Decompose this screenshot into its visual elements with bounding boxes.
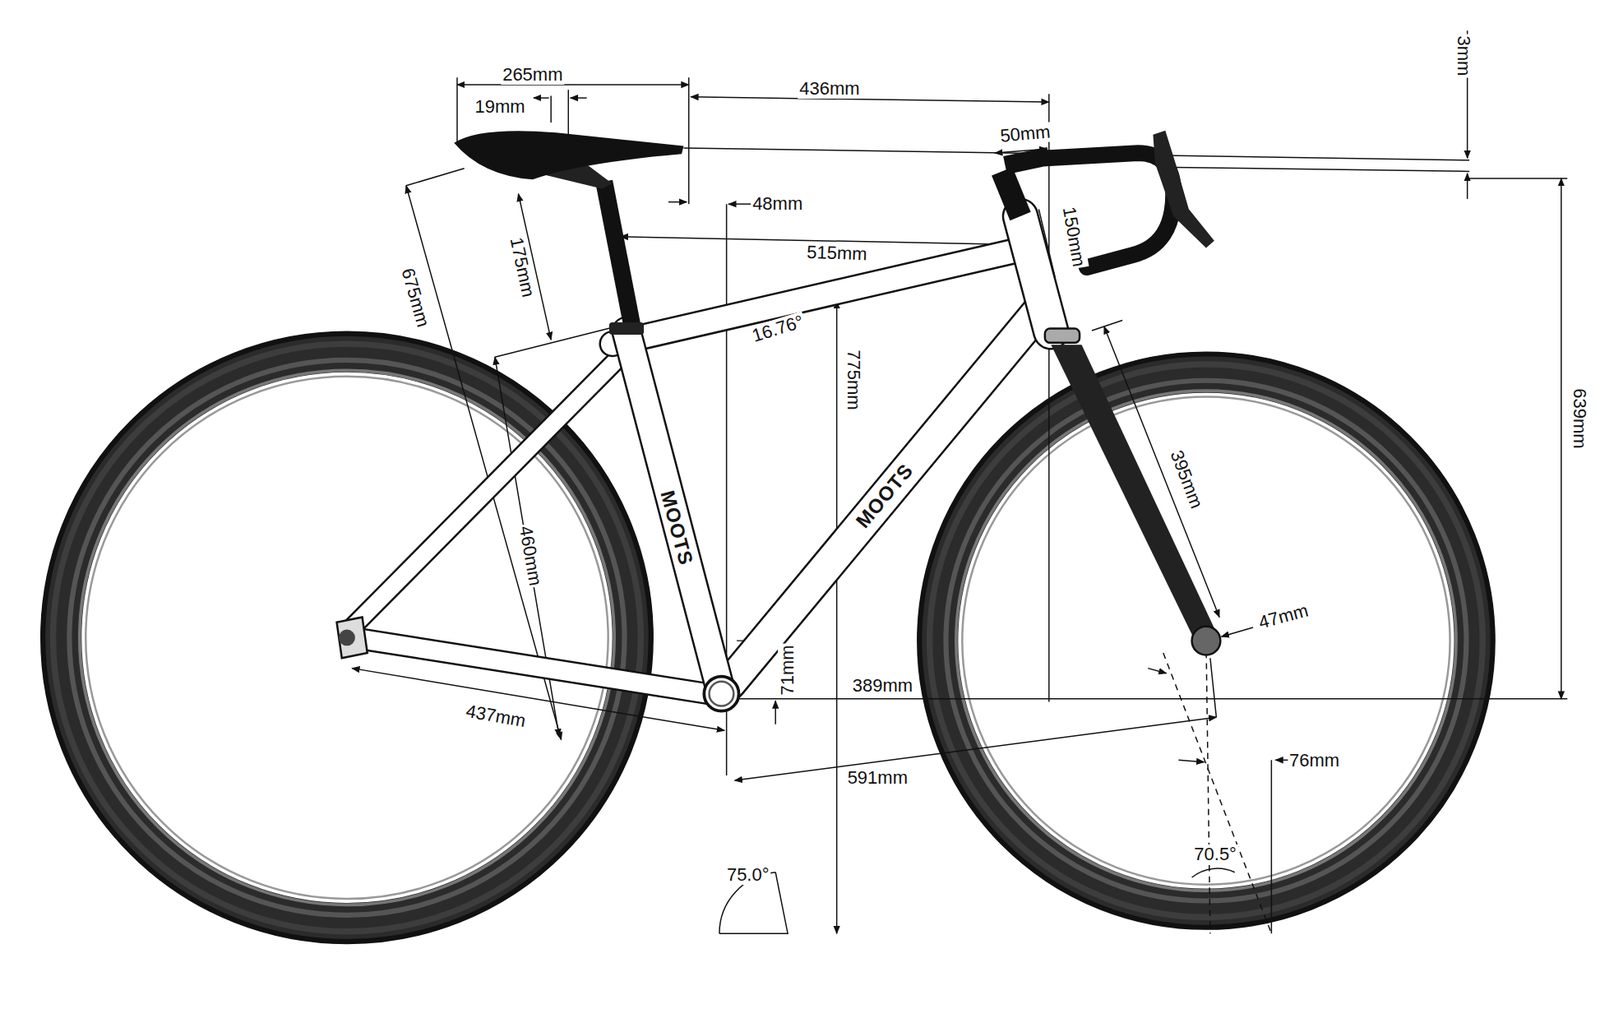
- dimension-lines: [1192, 868, 1235, 878]
- dimension-label: 50mm: [998, 121, 1054, 147]
- dimension-label: 76mm: [1287, 750, 1342, 771]
- bike-frame: [626, 331, 722, 694]
- dimension-lines: [533, 97, 550, 98]
- front-wheel: [929, 364, 1484, 917]
- frame-decal: MOOTS: [655, 485, 698, 569]
- front-wheel: [938, 372, 1476, 910]
- bike-frame: [729, 305, 1043, 684]
- bike-frame: [709, 681, 735, 707]
- dimension-lines: [550, 96, 551, 123]
- dimension-label: 48mm: [750, 194, 805, 214]
- dimension-lines: [774, 700, 776, 725]
- rear-wheel: [42, 333, 652, 942]
- dimension-label: 71mm: [777, 643, 798, 698]
- dimension-label: 265mm: [500, 64, 565, 85]
- dimension-lines: [457, 83, 690, 85]
- bike-frame: [1020, 216, 1051, 332]
- bike-frame: [337, 617, 368, 659]
- dimension-label: 47mm: [1255, 600, 1313, 634]
- dimension-label: 150mm: [1058, 203, 1089, 270]
- handlebar: [1002, 130, 1215, 268]
- dimension-lines: [1560, 178, 1562, 699]
- bike-frame: [729, 305, 1043, 684]
- dimension-lines: [668, 201, 687, 203]
- dimension-label: 389mm: [850, 675, 915, 696]
- dimension-label: 437mm: [462, 701, 529, 732]
- dimension-lines: [1173, 166, 1470, 172]
- bike-frame: [626, 331, 722, 694]
- saddle: [609, 322, 644, 335]
- dimension-lines: [836, 300, 837, 934]
- dimension-lines: [1163, 652, 1272, 934]
- dimension-lines: [570, 97, 588, 98]
- bike-frame: [1020, 216, 1051, 332]
- handlebar: [1152, 130, 1214, 249]
- handlebar: [1002, 171, 1021, 217]
- fork: [1045, 328, 1080, 343]
- dimension-lines: [351, 30, 1568, 934]
- dimension-label: 75.0°: [725, 864, 772, 885]
- fork: [1045, 328, 1221, 655]
- dimension-lines: [568, 89, 569, 138]
- saddle: [604, 181, 634, 329]
- dimension-label: 639mm: [1569, 386, 1590, 450]
- bike-frame: [351, 351, 625, 628]
- bike-frame: [351, 351, 625, 628]
- fork: [1050, 344, 1217, 643]
- bike-frame: [351, 637, 722, 696]
- rear-wheel: [42, 333, 652, 942]
- dimension-label: 591mm: [846, 767, 910, 788]
- dimension-lines: [1147, 668, 1166, 674]
- dimension-lines: [690, 97, 1050, 102]
- saddle: [453, 130, 684, 180]
- front-wheel: [919, 354, 1493, 928]
- dimension-lines: [1466, 173, 1468, 199]
- dimension-label: 675mm: [397, 264, 434, 332]
- bike-frame: [337, 216, 1052, 712]
- dimension-lines: [1091, 320, 1123, 331]
- dimension-label: 436mm: [797, 78, 861, 99]
- rear-wheel: [53, 343, 642, 932]
- fork: [1192, 626, 1221, 656]
- dimension-label: 16.76°: [748, 310, 808, 347]
- dimension-lines: [1048, 93, 1050, 702]
- bike-frame: [338, 628, 356, 646]
- bike-frame: [351, 637, 722, 696]
- dimension-label: 19mm: [473, 97, 528, 117]
- dimension-lines: [688, 77, 690, 204]
- dimension-label: 515mm: [804, 241, 870, 264]
- front-wheel: [945, 380, 1466, 902]
- bike-frame: [703, 676, 739, 712]
- dimension-lines: [1210, 657, 1217, 717]
- dimension-lines: [735, 716, 1217, 781]
- dimension-lines: [456, 77, 458, 143]
- front-wheel: [956, 390, 1457, 891]
- dimension-label: 395mm: [1165, 446, 1207, 514]
- dimension-lines: [1206, 640, 1211, 934]
- dimension-label: 775mm: [843, 347, 864, 412]
- dimension-lines: [1469, 177, 1568, 179]
- dimension-label: 460mm: [515, 522, 546, 589]
- saddle: [453, 130, 684, 335]
- dimension-lines: [1178, 759, 1204, 762]
- front-wheel: [961, 397, 1450, 885]
- dimension-label: 3mm: [1453, 34, 1474, 79]
- dimension-label: 175mm: [506, 234, 540, 301]
- dimension-label: 70.5°: [1192, 844, 1239, 865]
- frame-decal: MOOTS: [850, 457, 920, 535]
- rear-wheel: [60, 351, 633, 924]
- dimension-lines: [1221, 627, 1254, 637]
- dimension-lines: [735, 698, 1568, 699]
- front-wheel: [919, 354, 1493, 928]
- dimension-lines: [406, 168, 465, 186]
- dimension-lines: [1271, 759, 1272, 934]
- dimension-lines: [728, 203, 751, 204]
